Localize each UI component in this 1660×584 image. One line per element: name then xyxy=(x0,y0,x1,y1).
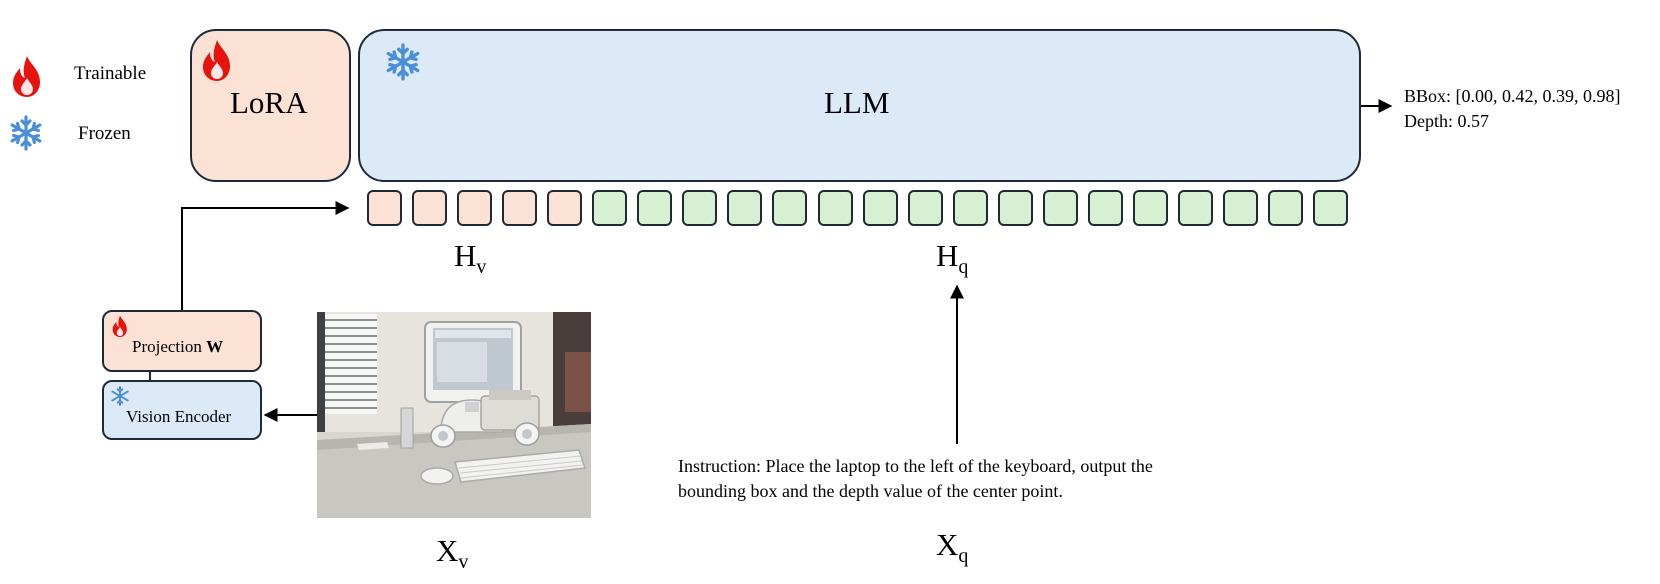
question-token xyxy=(952,190,988,226)
question-token xyxy=(1222,190,1258,226)
question-token xyxy=(637,190,673,226)
llm-module: LLM xyxy=(358,29,1361,182)
snowflake-icon xyxy=(111,386,129,406)
legend-trainable-label: Trainable xyxy=(74,63,147,84)
token-sequence xyxy=(367,190,1350,227)
question-token xyxy=(592,190,628,226)
question-token xyxy=(772,190,808,226)
question-token xyxy=(817,190,853,226)
question-token xyxy=(727,190,763,226)
visual-token xyxy=(367,190,402,226)
lora-label: LoRA xyxy=(230,85,308,120)
vision-encoder-module: Vision Encoder xyxy=(102,380,262,440)
fire-icon xyxy=(112,315,127,338)
projection-to-tokens-arrow xyxy=(181,201,350,310)
question-token xyxy=(907,190,943,226)
instruction-line-1: Instruction: Place the laptop to the lef… xyxy=(678,456,1153,476)
question-token xyxy=(1132,190,1168,226)
output-depth: Depth: 0.57 xyxy=(1404,111,1489,131)
fire-icon xyxy=(13,56,40,97)
question-token xyxy=(1177,190,1213,226)
visual-token xyxy=(502,190,538,226)
llm-label: LLM xyxy=(824,85,890,120)
projection-label: Projection W xyxy=(132,337,224,356)
input-image xyxy=(317,312,591,518)
h-q-label: Hq xyxy=(936,238,969,278)
visual-token xyxy=(457,190,493,226)
instruction-text: Instruction: Place the laptop to the lef… xyxy=(678,454,1278,504)
visual-token xyxy=(412,190,448,226)
question-token xyxy=(1042,190,1078,226)
fire-icon xyxy=(203,40,230,81)
x-q-label: Xq xyxy=(936,527,969,567)
question-token xyxy=(1268,190,1303,226)
instruction-line-2: bounding box and the depth value of the … xyxy=(678,481,1063,501)
snowflake-icon xyxy=(386,43,420,81)
question-token xyxy=(1087,190,1123,226)
question-token xyxy=(862,190,898,226)
question-token xyxy=(997,190,1033,226)
output-bbox: BBox: [0.00, 0.42, 0.39, 0.98] xyxy=(1404,86,1621,106)
question-token xyxy=(682,190,718,226)
snowflake-icon xyxy=(10,115,42,151)
x-v-label: Xv xyxy=(436,533,469,573)
visual-token xyxy=(547,190,583,226)
question-token xyxy=(1313,190,1349,226)
h-v-label: Hv xyxy=(454,238,487,278)
lora-module: LoRA xyxy=(190,29,351,182)
legend-frozen-label: Frozen xyxy=(78,123,131,144)
vision-encoder-label: Vision Encoder xyxy=(126,407,232,426)
projection-module: Projection W xyxy=(102,310,262,372)
model-output: BBox: [0.00, 0.42, 0.39, 0.98] Depth: 0.… xyxy=(1404,84,1621,134)
